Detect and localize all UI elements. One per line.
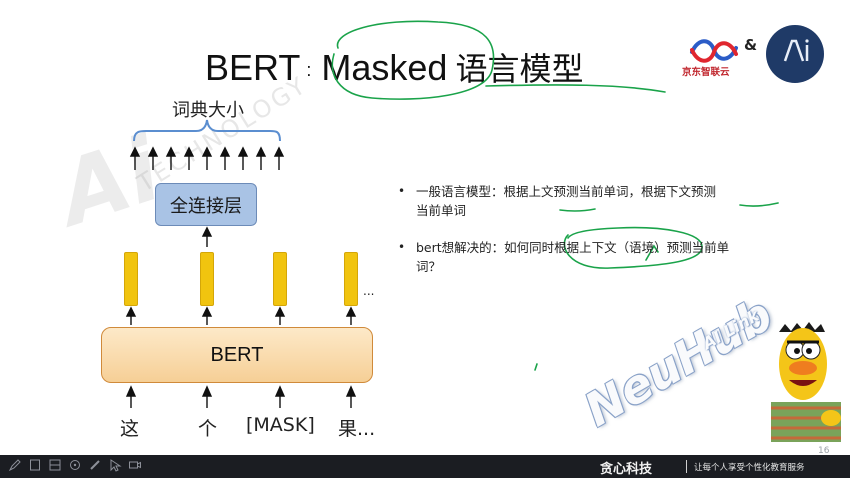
vector-ellipsis: ... (363, 284, 375, 298)
output-arrow (165, 146, 177, 170)
token-arrow (125, 385, 137, 408)
embedding-vector (124, 252, 138, 306)
context-circle-annotation (563, 226, 703, 269)
bullet-text-line: 当前单词 (416, 203, 467, 218)
footer-divider (686, 460, 687, 473)
output-arrow (129, 146, 141, 170)
output-arrow (273, 146, 285, 170)
bullet-point: • 一般语言模型：根据上文预测当前单词，根据下文预测 当前单词 (398, 182, 846, 220)
fc-input-arrow (201, 226, 213, 247)
bert-encoder-box: BERT (101, 327, 373, 383)
output-arrow (255, 146, 267, 170)
masked-circle-annotation (331, 20, 495, 100)
vector-arrow (201, 306, 213, 325)
vector-arrow (274, 306, 286, 325)
presentation-toolbar (8, 458, 142, 472)
green-annotations (331, 20, 779, 371)
input-token: 个 (198, 418, 218, 440)
fully-connected-layer-box: 全连接层 (155, 183, 257, 226)
bullet-text-line: bert想解决的：如何同时根据上下文（语境）预测当前单 (416, 240, 730, 255)
bullet-point: • bert想解决的：如何同时根据上下文（语境）预测当前单 词？ (398, 238, 846, 276)
lower-context-underline (739, 202, 779, 207)
input-token-mask: [MASK] (246, 414, 315, 436)
title-masked: Masked (321, 47, 448, 88)
video-icon[interactable] (128, 458, 142, 472)
pen-icon[interactable] (8, 458, 22, 472)
vocab-size-label: 词典大小 (172, 100, 244, 121)
bert-puppet-mascot-icon (771, 322, 841, 442)
marker-icon[interactable] (88, 458, 102, 472)
embedding-vector (344, 252, 358, 306)
greedy-tech-brand: 贪心科技 (600, 462, 653, 477)
title-language-model: 语言模型 (455, 50, 584, 88)
page-icon[interactable] (28, 458, 42, 472)
cursor-icon[interactable] (108, 458, 122, 472)
token-arrow (201, 385, 213, 408)
ai-logo-icon (783, 39, 809, 62)
title-underline-annotation (485, 84, 666, 93)
embedding-vector (200, 252, 214, 306)
bullet-text-line: 词？ (416, 259, 442, 274)
vector-arrow (125, 306, 137, 325)
vector-arrow (345, 306, 357, 325)
output-arrow (219, 146, 231, 170)
vocab-brace (133, 119, 281, 142)
jd-cloud-logo-text: 京东智联云 (682, 67, 730, 78)
token-arrow (274, 385, 286, 408)
tick-annotation (645, 244, 659, 261)
title-separator: : (306, 59, 312, 80)
bullet-text-line: 一般语言模型：根据上文预测当前单词，根据下文预测 (416, 184, 717, 199)
input-token: 这 (120, 418, 140, 440)
pointer-icon[interactable] (68, 458, 82, 472)
token-arrow (345, 385, 357, 408)
ai-logo (766, 25, 824, 83)
output-arrow (201, 146, 213, 170)
output-arrows (129, 146, 285, 170)
title-bert: BERT (205, 47, 301, 88)
jd-cloud-logo-icon (690, 39, 738, 63)
output-arrow (147, 146, 159, 170)
output-arrow (183, 146, 195, 170)
presentation-footer: 贪心科技 让每个人享受个性化教育服务 (0, 455, 850, 478)
input-token: 果... (338, 418, 376, 440)
footer-slogan: 让每个人享受个性化教育服务 (694, 463, 805, 473)
ampersand: & (744, 36, 758, 54)
stray-mark-annotation (534, 363, 538, 371)
embedding-vector (273, 252, 287, 306)
output-arrow (237, 146, 249, 170)
layout-icon[interactable] (48, 458, 62, 472)
page-number: 16 (818, 446, 830, 455)
bullet-dot-icon: • (398, 184, 406, 198)
diagram-arrows (125, 119, 357, 408)
upper-context-underline (559, 208, 596, 212)
bullet-dot-icon: • (398, 240, 406, 254)
